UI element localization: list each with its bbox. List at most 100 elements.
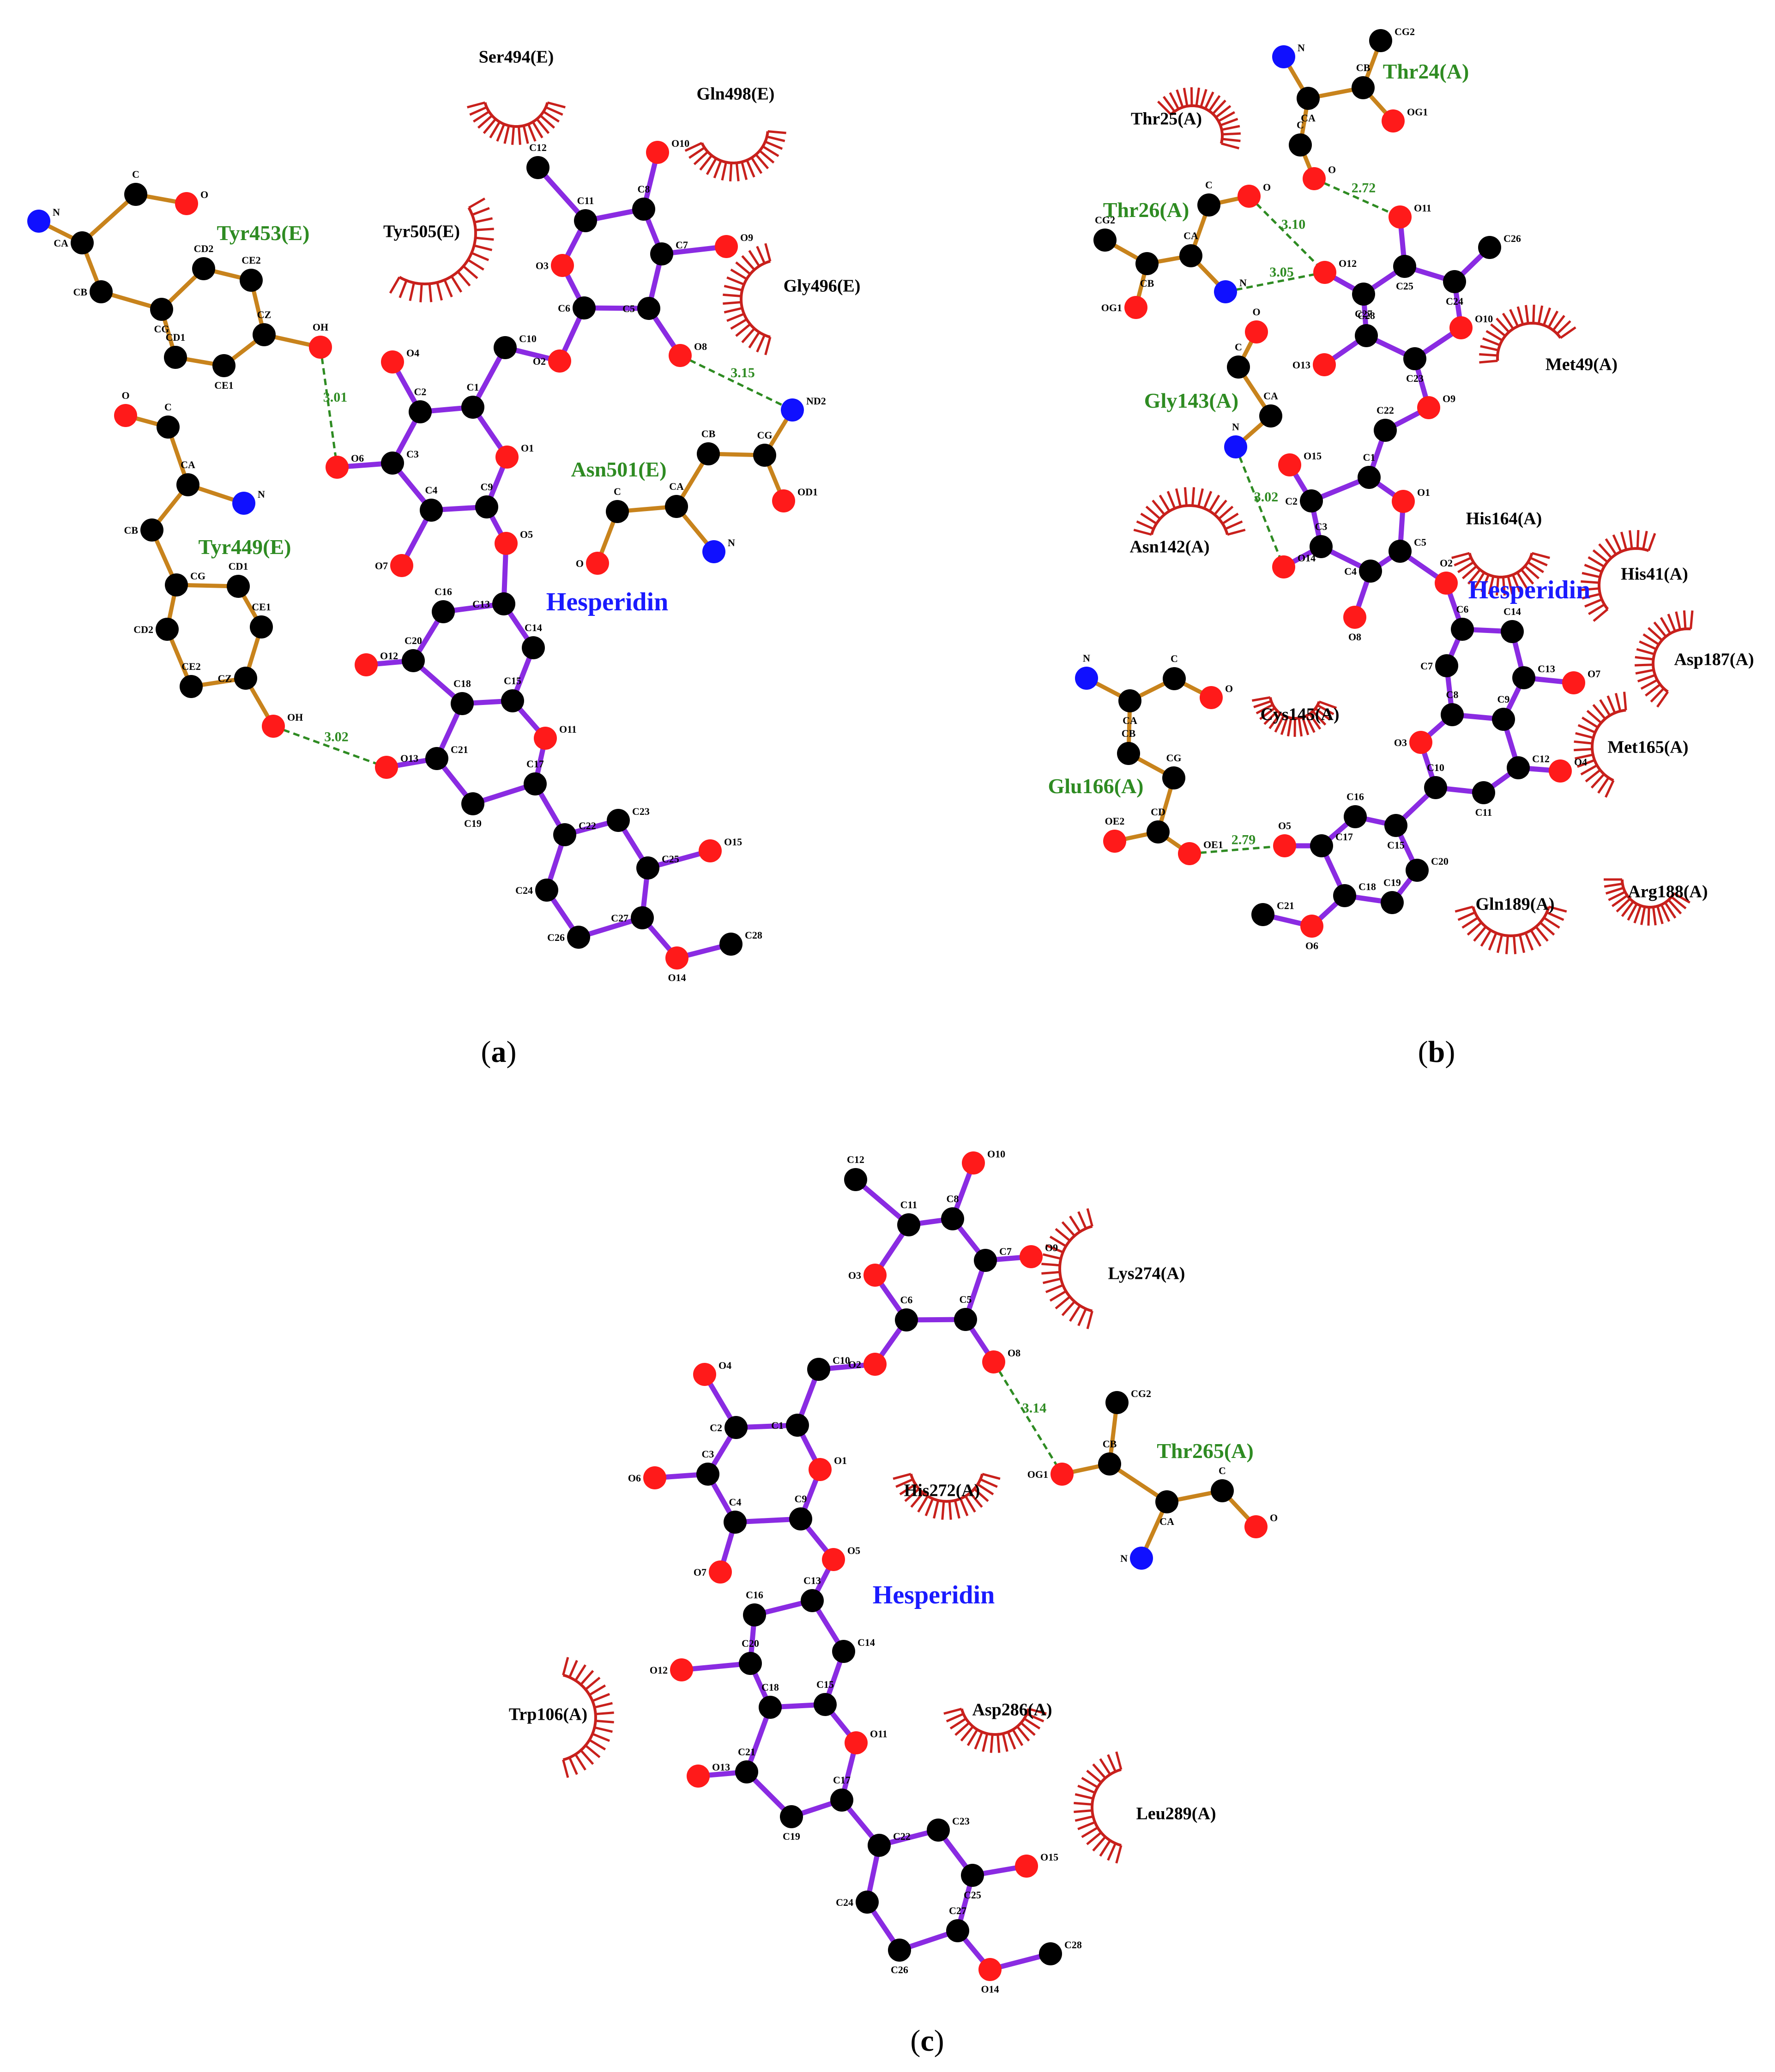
- ligand-name-label: Hesperidin: [1468, 576, 1590, 604]
- atom-o10-marker: [962, 1151, 985, 1175]
- atom-label: O1: [521, 442, 534, 454]
- contact-spoke: [1175, 488, 1182, 507]
- atom-label: C23: [1406, 373, 1424, 384]
- atom-label: C15: [816, 1679, 834, 1690]
- contact-spoke: [948, 1501, 952, 1520]
- atom-cd2: CD2: [133, 618, 179, 641]
- contact-spoke: [1542, 307, 1552, 326]
- atom-label: CA: [54, 237, 68, 249]
- contact-spoke: [1667, 614, 1676, 632]
- contact-spoke: [949, 1717, 967, 1730]
- atom-o9: O9: [1417, 393, 1455, 419]
- atom-c13-marker: [1512, 666, 1535, 689]
- hydrophobic-residue-label: Gln189(A): [1476, 895, 1555, 914]
- atom-label: O15: [1040, 1851, 1058, 1863]
- atom-cb-marker: [1098, 1452, 1121, 1476]
- contact-spoke: [1075, 1793, 1093, 1800]
- contact-spoke: [713, 160, 722, 179]
- contact-spoke: [996, 1734, 1001, 1753]
- atom-label: O6: [351, 452, 364, 464]
- atom-label: C26: [1503, 233, 1521, 244]
- atom-n: N: [1224, 421, 1247, 458]
- atom-label: O9: [1045, 1242, 1058, 1253]
- contact-spoke: [1133, 529, 1152, 536]
- atom-ca-marker: [1297, 87, 1320, 110]
- atom-label: CA: [1183, 230, 1198, 241]
- atom-cg-marker: [165, 573, 188, 596]
- contact-spoke: [1621, 901, 1634, 917]
- atom-label: O10: [1475, 313, 1493, 325]
- contact-spoke: [1204, 91, 1214, 109]
- atom-o4: O4: [1549, 756, 1587, 783]
- atom-c14-marker: [1501, 620, 1524, 643]
- atom-c6-marker: [573, 296, 596, 319]
- atom-label: C22: [893, 1831, 911, 1842]
- atom-label: CB: [1122, 728, 1136, 739]
- contact-spoke: [1212, 99, 1226, 115]
- contact-spoke: [1309, 713, 1322, 730]
- atom-label: C: [1171, 653, 1178, 664]
- contact-spoke: [960, 1726, 974, 1742]
- atom-o9-marker: [715, 235, 738, 258]
- hydrophobic-contact-gln498-e: Gln498(E): [684, 84, 786, 181]
- contact-spoke: [1049, 1235, 1067, 1247]
- contact-spoke: [980, 1478, 998, 1488]
- contact-spoke: [1524, 565, 1540, 579]
- atom-cd: CD: [1147, 806, 1170, 843]
- contact-spoke: [1457, 561, 1474, 573]
- contact-spoke: [1524, 932, 1534, 951]
- atom-c21: C21: [1251, 900, 1294, 926]
- contact-spoke: [1286, 717, 1292, 737]
- contact-spoke: [1575, 732, 1594, 739]
- atom-nd2: ND2: [781, 395, 826, 422]
- atom-c16: C16: [743, 1589, 766, 1626]
- atom-o13: O13: [687, 1761, 730, 1788]
- panel-caption-a: (a): [481, 1035, 517, 1069]
- atom-c7: C7: [650, 239, 688, 265]
- atom-n-marker: [702, 540, 725, 563]
- atom-od1-marker: [772, 489, 795, 512]
- contact-spoke: [1581, 717, 1599, 729]
- bonded-residue-label-tyr449-e: Tyr449(E): [198, 535, 291, 559]
- atom-label: C14: [1503, 606, 1521, 617]
- atom-c9-marker: [1492, 708, 1515, 731]
- contact-spoke: [1252, 696, 1271, 702]
- contact-arc: [1150, 504, 1229, 535]
- atom-c4-marker: [420, 499, 443, 522]
- atom-o-marker: [586, 552, 609, 575]
- atom-n-marker: [232, 492, 255, 515]
- atom-ce1-marker: [212, 354, 235, 377]
- atom-n: N: [232, 488, 265, 515]
- atom-c5-marker: [954, 1308, 977, 1331]
- atom-label: C: [132, 169, 139, 180]
- atom-c21-marker: [735, 1760, 758, 1783]
- contact-spoke: [1200, 89, 1207, 108]
- atom-c3: C3: [1310, 521, 1333, 558]
- atom-o5-marker: [1273, 834, 1296, 857]
- atom-o: O: [576, 552, 609, 575]
- atom-c13: C13: [801, 1575, 824, 1612]
- contact-spoke: [474, 217, 493, 223]
- contact-spoke: [1218, 506, 1234, 520]
- contact-spoke: [1599, 699, 1611, 717]
- atom-ce2-marker: [180, 675, 203, 698]
- contact-spoke: [545, 106, 563, 116]
- hbond-line: [319, 347, 338, 468]
- atom-o11: O11: [1389, 202, 1431, 229]
- atom-c28: C28: [1039, 1939, 1082, 1965]
- contact-spoke: [1575, 753, 1594, 760]
- atom-c7-marker: [974, 1249, 997, 1272]
- atom-o4-marker: [1549, 759, 1572, 783]
- atom-c17: C17: [1310, 831, 1353, 857]
- contact-spoke: [462, 265, 478, 279]
- atom-o15-marker: [1015, 1855, 1038, 1878]
- atom-label: CD2: [133, 624, 153, 635]
- atom-c15: C15: [814, 1679, 837, 1716]
- contact-spoke: [1028, 1707, 1047, 1715]
- atom-o: O: [1245, 306, 1268, 343]
- atom-o-marker: [1244, 1515, 1268, 1538]
- atom-o2-marker: [863, 1353, 887, 1376]
- ligand-bond-c12-c11: [535, 165, 588, 223]
- atom-label: O8: [694, 341, 707, 352]
